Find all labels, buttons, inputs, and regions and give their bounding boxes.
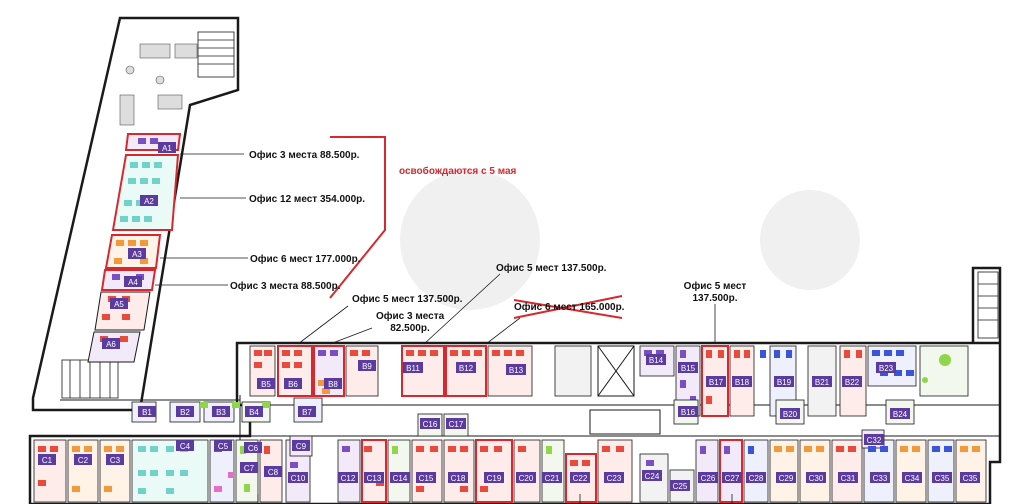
room-c31-label: C31 bbox=[841, 474, 856, 483]
row-b-corridor: B1 B2 B3 B4 B7 B16 B20 B24 bbox=[131, 397, 915, 425]
stairs-right bbox=[977, 271, 999, 339]
room-c4-label: C4 bbox=[180, 442, 191, 451]
room-a3-label: A3 bbox=[132, 250, 142, 259]
room-c5-label: C5 bbox=[218, 442, 229, 451]
room-a4-label: A4 bbox=[128, 278, 138, 287]
room-c32-label: C32 bbox=[867, 436, 882, 445]
wing-a-tags: A1 A2 A3 A4 A5 A6 bbox=[102, 142, 176, 349]
room-c14-label: C14 bbox=[393, 474, 408, 483]
stairs-top bbox=[197, 31, 235, 78]
stairs-left bbox=[61, 359, 119, 399]
released-bracket bbox=[329, 136, 386, 299]
room-c23-label: C23 bbox=[607, 474, 622, 483]
room-b17-label: B17 bbox=[709, 378, 724, 387]
crossed-out-mark bbox=[513, 295, 623, 319]
bottom-ticks bbox=[257, 494, 733, 504]
released-note: освобождаются с 5 мая bbox=[399, 166, 517, 177]
room-b2-label: B2 bbox=[180, 408, 190, 417]
offer-b10-text-1: Офис 3 места bbox=[376, 311, 445, 322]
room-b12-label: B12 bbox=[459, 364, 474, 373]
callout-lines-a bbox=[155, 153, 248, 286]
room-c13-label: C13 bbox=[367, 474, 382, 483]
room-c8-label: C8 bbox=[268, 468, 279, 477]
offer-a4-text: Офис 3 места 88.500р. bbox=[230, 281, 341, 292]
offer-b6-text: Офис 5 мест 137.500р. bbox=[352, 294, 463, 305]
room-c24-label: C24 bbox=[645, 472, 660, 481]
room-c7-label: C7 bbox=[244, 464, 255, 473]
room-c33-label: C33 bbox=[873, 474, 888, 483]
row-b-tags: B5 B6 B8 B9 B11 B12 B13 B14 B15 B17 B18 … bbox=[257, 354, 896, 389]
room-b18-label: B18 bbox=[735, 378, 750, 387]
room-c17-label: C17 bbox=[449, 420, 464, 429]
room-b14-label: B14 bbox=[649, 356, 664, 365]
room-b13-label: B13 bbox=[509, 366, 524, 375]
room-b24-label: B24 bbox=[893, 410, 908, 419]
room-c30-label: C30 bbox=[809, 474, 824, 483]
room-c2-label: C2 bbox=[78, 456, 89, 465]
room-c26-label: C26 bbox=[701, 474, 716, 483]
offer-b17-text-1: Офис 5 мест bbox=[683, 281, 747, 292]
room-b20-label: B20 bbox=[783, 410, 798, 419]
offer-b12-text: Офис 5 мест 137.500р. bbox=[496, 263, 607, 274]
offer-b10-text-2: 82.500р. bbox=[390, 323, 430, 334]
room-b4-label: B4 bbox=[249, 408, 259, 417]
room-a6-label: A6 bbox=[106, 340, 116, 349]
row-c-tags: C1 C2 C3 C4 C5 C6 C7 C8 C9 C10 C12 C13 C… bbox=[38, 418, 980, 491]
room-b5-label: B5 bbox=[261, 380, 271, 389]
watermark bbox=[400, 170, 860, 310]
room-a2-label: A2 bbox=[144, 197, 154, 206]
room-b11-label: B11 bbox=[406, 364, 420, 373]
lounge-top bbox=[119, 43, 198, 126]
room-c1-label: C1 bbox=[42, 456, 53, 465]
room-c15-label: C15 bbox=[419, 474, 434, 483]
lift-center bbox=[589, 345, 661, 435]
room-c28-label: C28 bbox=[749, 474, 764, 483]
room-a1-label: A1 bbox=[162, 144, 172, 153]
room-b21-label: B21 bbox=[815, 378, 830, 387]
offer-a1-text: Офис 3 места 88.500р. bbox=[249, 150, 360, 161]
room-c20-label: C20 bbox=[519, 474, 534, 483]
room-c16-label: C16 bbox=[423, 420, 438, 429]
room-c35-label: C35 bbox=[935, 474, 950, 483]
row-c-desks bbox=[38, 418, 980, 494]
row-c-rooms bbox=[33, 439, 987, 503]
room-c18-label: C18 bbox=[451, 474, 466, 483]
room-c29-label: C29 bbox=[779, 474, 794, 483]
room-c12-label: C12 bbox=[341, 474, 356, 483]
room-c6-label: C6 bbox=[248, 444, 259, 453]
room-b6-label: B6 bbox=[288, 380, 298, 389]
room-c22-label: C22 bbox=[573, 474, 588, 483]
offer-a3-text: Офис 6 мест 177.000р. bbox=[250, 254, 361, 265]
room-c35b-label: C35 bbox=[963, 474, 978, 483]
room-c27-label: C27 bbox=[725, 474, 740, 483]
room-a5-label: A5 bbox=[114, 300, 124, 309]
room-c9-label: C9 bbox=[296, 442, 307, 451]
callout-lines-b bbox=[297, 273, 716, 345]
room-b3-label: B3 bbox=[216, 408, 226, 417]
room-c10-label: C10 bbox=[291, 474, 306, 483]
room-c19-label: C19 bbox=[487, 474, 502, 483]
room-c21-label: C21 bbox=[545, 474, 560, 483]
room-b7-label: B7 bbox=[302, 408, 312, 417]
row-b-desks bbox=[254, 350, 951, 404]
room-b8-label: B8 bbox=[328, 380, 338, 389]
room-b16-label: B16 bbox=[681, 408, 696, 417]
offer-b17-text-2: 137.500р. bbox=[692, 293, 738, 304]
room-b19-label: B19 bbox=[777, 378, 792, 387]
room-c3-label: C3 bbox=[110, 456, 121, 465]
room-b15-label: B15 bbox=[681, 364, 696, 373]
room-b9-label: B9 bbox=[362, 362, 372, 371]
room-b1-label: B1 bbox=[142, 408, 152, 417]
offer-b13-crossed-text: Офис 6 мест 165.000р. bbox=[514, 302, 625, 313]
room-c25-label: C25 bbox=[673, 482, 688, 491]
room-b23-label: B23 bbox=[879, 364, 894, 373]
offer-a2-text: Офис 12 мест 354.000р. bbox=[249, 194, 366, 205]
room-b22-label: B22 bbox=[845, 378, 860, 387]
room-c34-label: C34 bbox=[905, 474, 920, 483]
